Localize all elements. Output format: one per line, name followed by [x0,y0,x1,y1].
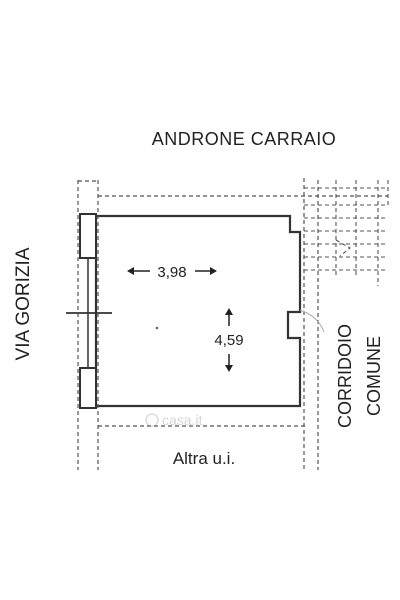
right-label-line1: CORRIDOIO [335,324,355,428]
bottom-label: Altra u.i. [173,449,235,468]
dashed-boundaries [77,178,388,470]
height-label: 4,59 [214,332,243,349]
window-bottom [79,367,97,409]
watermark-text: casa.it [162,412,203,428]
room-wall [94,214,302,408]
top-label: ANDRONE CARRAIO [152,129,337,149]
height-dimension [225,308,233,372]
right-label-line2: COMUNE [364,336,384,416]
window-top [79,213,97,259]
left-label: VIA GORIZIA [13,247,34,360]
staircase [304,180,389,286]
width-label: 3,98 [157,264,186,281]
width-dimension [127,267,217,275]
door-swing [299,309,325,333]
watermark: casa.it [145,412,203,428]
center-dot [155,326,159,330]
